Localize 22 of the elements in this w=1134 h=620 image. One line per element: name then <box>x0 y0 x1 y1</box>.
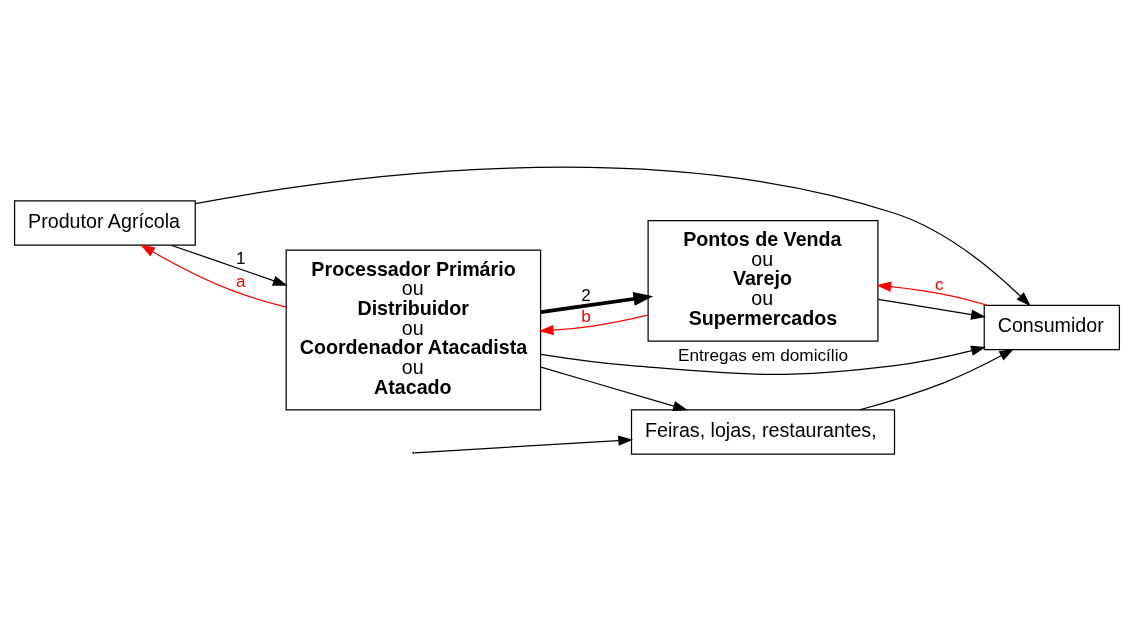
node-box: Feiras, lojas, restaurantes, <box>630 408 896 455</box>
node-box: Consumidor <box>983 304 1121 350</box>
arrow <box>140 243 287 308</box>
edge-label: Entregas em domicílio <box>677 344 849 365</box>
edge-label: b <box>581 305 591 326</box>
edge-label: a <box>235 270 246 291</box>
arrow <box>170 244 288 286</box>
arrow <box>877 298 986 320</box>
arrow <box>876 281 988 306</box>
node-box: Processador Primário ou Distribuidor ou Coordenador Atacadista ou Atacado <box>285 248 542 410</box>
edge-label: c <box>935 273 944 294</box>
arrow <box>540 345 986 375</box>
arrow <box>538 314 649 335</box>
arrow <box>414 434 634 453</box>
arrow <box>194 166 1031 306</box>
node-box: Pontos de Venda ou Varejo ou Supermercados <box>647 219 879 342</box>
node-box: Produtor Agrícola <box>13 199 196 246</box>
arrow <box>859 348 1015 410</box>
arrow <box>540 365 688 411</box>
edge-label: 2 <box>581 284 591 305</box>
arrow <box>540 291 654 314</box>
edge-label: 1 <box>235 247 246 268</box>
